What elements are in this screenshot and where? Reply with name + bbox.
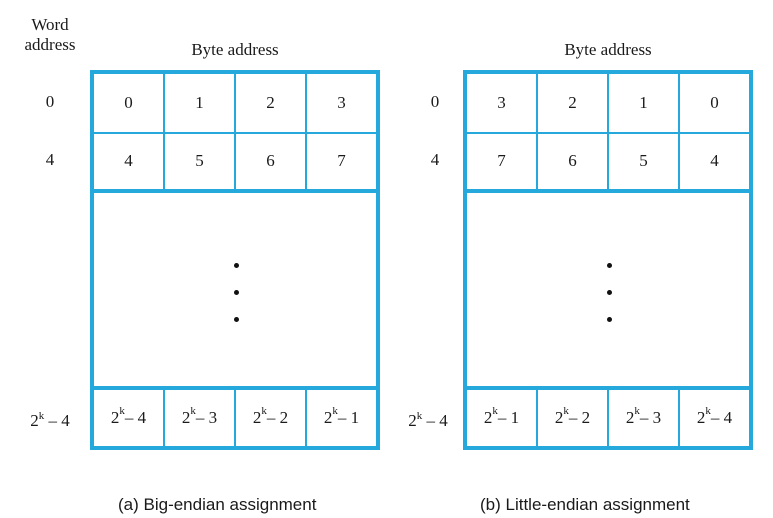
caption-little-endian: (b) Little-endian assignment bbox=[480, 495, 690, 514]
byte-cell: 2 bbox=[538, 74, 609, 132]
word-label-4-little: 4 bbox=[430, 150, 440, 169]
word-label-0-big: 0 bbox=[45, 92, 55, 111]
word-label-0-little: 0 bbox=[430, 92, 440, 111]
ellipsis-dot bbox=[607, 317, 612, 322]
byte-address-header-little: Byte address bbox=[564, 40, 652, 59]
byte-cell: 2 bbox=[236, 74, 307, 132]
byte-cell: 0 bbox=[94, 74, 165, 132]
ellipsis-dot bbox=[234, 290, 239, 295]
byte-cell: 5 bbox=[609, 132, 680, 189]
word-address-header-line2: address bbox=[24, 35, 76, 54]
byte-cell: 6 bbox=[236, 132, 307, 189]
ellipsis-dot bbox=[607, 290, 612, 295]
byte-cell: 1 bbox=[165, 74, 236, 132]
byte-cell: 3 bbox=[337, 93, 346, 112]
byte-cell: 5 bbox=[165, 132, 236, 189]
byte-cell: 4 bbox=[710, 150, 719, 170]
byte-cell: 6 bbox=[538, 132, 609, 189]
word-address-header: Word address bbox=[18, 15, 82, 55]
word-label-last-big: 2k – 4 bbox=[30, 410, 70, 430]
little-endian-row-1: 7 6 5 4 bbox=[467, 132, 749, 193]
little-endian-row-0: 3 2 1 0 bbox=[467, 74, 749, 134]
caption-big-endian: (a) Big-endian assignment bbox=[118, 495, 317, 514]
ellipsis-dot bbox=[234, 317, 239, 322]
byte-address-header-big: Byte address bbox=[191, 40, 279, 59]
word-label-4-big: 4 bbox=[45, 150, 55, 169]
ellipsis-dot bbox=[234, 263, 239, 268]
word-address-header-line1: Word bbox=[31, 15, 69, 34]
big-endian-row-0: 0 1 2 3 bbox=[94, 74, 376, 134]
word-label-last-little: 2k – 4 bbox=[408, 410, 448, 430]
byte-cell: 0 bbox=[710, 93, 719, 112]
byte-cell: 4 bbox=[94, 132, 165, 189]
byte-cell: 3 bbox=[467, 74, 538, 132]
byte-cell: 1 bbox=[609, 74, 680, 132]
byte-cell: 7 bbox=[337, 150, 346, 170]
big-endian-row-1: 4 5 6 7 bbox=[94, 132, 376, 193]
byte-cell: 7 bbox=[467, 132, 538, 189]
ellipsis-dot bbox=[607, 263, 612, 268]
